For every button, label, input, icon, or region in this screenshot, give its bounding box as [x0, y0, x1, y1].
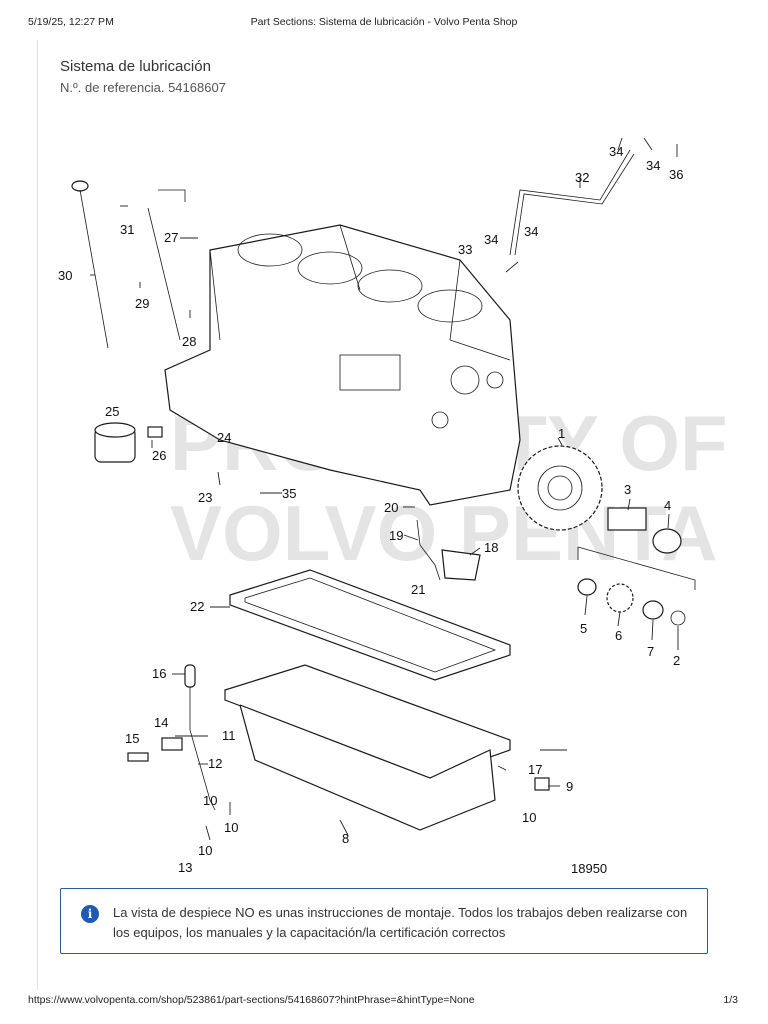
- callout-36: 36: [669, 167, 683, 182]
- callout-35: 35: [282, 486, 296, 501]
- reference-number: N.º. de referencia. 54168607: [60, 80, 226, 95]
- oil-dipstick-top: [184, 664, 196, 688]
- adapter: [161, 737, 183, 751]
- suction-pipe: [416, 519, 441, 581]
- callout-30: 30: [58, 268, 72, 283]
- print-header: 5/19/25, 12:27 PM Part Sections: Sistema…: [0, 16, 768, 30]
- callout-3: 3: [624, 482, 631, 497]
- callout-12: 12: [208, 756, 222, 771]
- print-page-title: Part Sections: Sistema de lubricación - …: [250, 16, 518, 28]
- lubrication-system-drawing: PROPERTY OF VOLVO PENTA: [58, 137, 728, 876]
- spring: [606, 583, 634, 613]
- callout-17: 17: [528, 762, 542, 777]
- callout-18: 18: [484, 540, 498, 555]
- callout-4: 4: [664, 498, 671, 513]
- dipstick-handle: [71, 180, 89, 192]
- callout-34-d: 34: [646, 158, 660, 173]
- callout-13: 13: [178, 860, 192, 875]
- callout-5: 5: [580, 621, 587, 636]
- callout-29: 29: [135, 296, 149, 311]
- callout-27: 27: [164, 230, 178, 245]
- callout-31: 31: [120, 222, 134, 237]
- level-tube: [189, 680, 216, 811]
- callout-32: 32: [575, 170, 589, 185]
- exploded-diagram: PROPERTY OF VOLVO PENTA: [40, 110, 740, 880]
- assembly-notice: i La vista de despiece NO es unas instru…: [60, 888, 708, 954]
- callout-26: 26: [152, 448, 166, 463]
- callout-19: 19: [389, 528, 403, 543]
- pump-shaft: [607, 507, 647, 531]
- drain-plug: [534, 777, 550, 791]
- oil-pan-gasket: [229, 569, 511, 681]
- oil-pan: [224, 664, 511, 831]
- oil-strainer: [441, 549, 481, 581]
- callout-14: 14: [154, 715, 168, 730]
- callout-24: 24: [217, 430, 231, 445]
- section-title: Sistema de lubricación: [60, 58, 211, 75]
- callout-22: 22: [190, 599, 204, 614]
- notice-text: La vista de despiece NO es unas instrucc…: [113, 905, 688, 940]
- washer: [577, 578, 597, 596]
- callout-16: 16: [152, 666, 166, 681]
- callout-25: 25: [105, 404, 119, 419]
- callout-34-a: 34: [484, 232, 498, 247]
- tube-bracket: [158, 189, 186, 202]
- callout-10-d: 10: [522, 810, 536, 825]
- callout-6: 6: [615, 628, 622, 643]
- bolt-15: [127, 752, 149, 762]
- figure-number: 18950: [571, 861, 607, 876]
- page-url[interactable]: https://www.volvopenta.com/shop/523861/p…: [28, 994, 475, 1006]
- callout-15: 15: [125, 731, 139, 746]
- callout-23: 23: [198, 490, 212, 505]
- callout-8: 8: [342, 831, 349, 846]
- pump-cover: [652, 528, 682, 554]
- callout-34-c: 34: [609, 144, 623, 159]
- callout-10-a: 10: [224, 820, 238, 835]
- print-date: 5/19/25, 12:27 PM: [28, 16, 114, 28]
- valve-plug: [642, 600, 664, 620]
- info-icon: i: [81, 905, 99, 923]
- callout-9: 9: [566, 779, 573, 794]
- callout-10-b: 10: [198, 843, 212, 858]
- callout-21: 21: [411, 582, 425, 597]
- leader-lines: [90, 137, 679, 841]
- callout-2: 2: [673, 653, 680, 668]
- callout-34-b: 34: [524, 224, 538, 239]
- oil-pump-gear: [517, 445, 603, 531]
- callout-20: 20: [384, 500, 398, 515]
- callout-33: 33: [458, 242, 472, 257]
- left-divider: [37, 40, 38, 990]
- callout-10-c: 10: [203, 793, 217, 808]
- dipstick-tube: [147, 207, 181, 341]
- callout-11: 11: [222, 728, 236, 743]
- dipstick: [79, 189, 109, 349]
- circlip: [670, 610, 686, 626]
- oil-filter: [94, 422, 136, 463]
- filter-nipple: [147, 426, 163, 438]
- callout-7: 7: [647, 644, 654, 659]
- engine-block: [164, 224, 521, 506]
- page-counter: 1/3: [723, 994, 738, 1006]
- oil-pipe: [509, 149, 635, 256]
- callout-28: 28: [182, 334, 196, 349]
- callout-1: 1: [558, 426, 565, 441]
